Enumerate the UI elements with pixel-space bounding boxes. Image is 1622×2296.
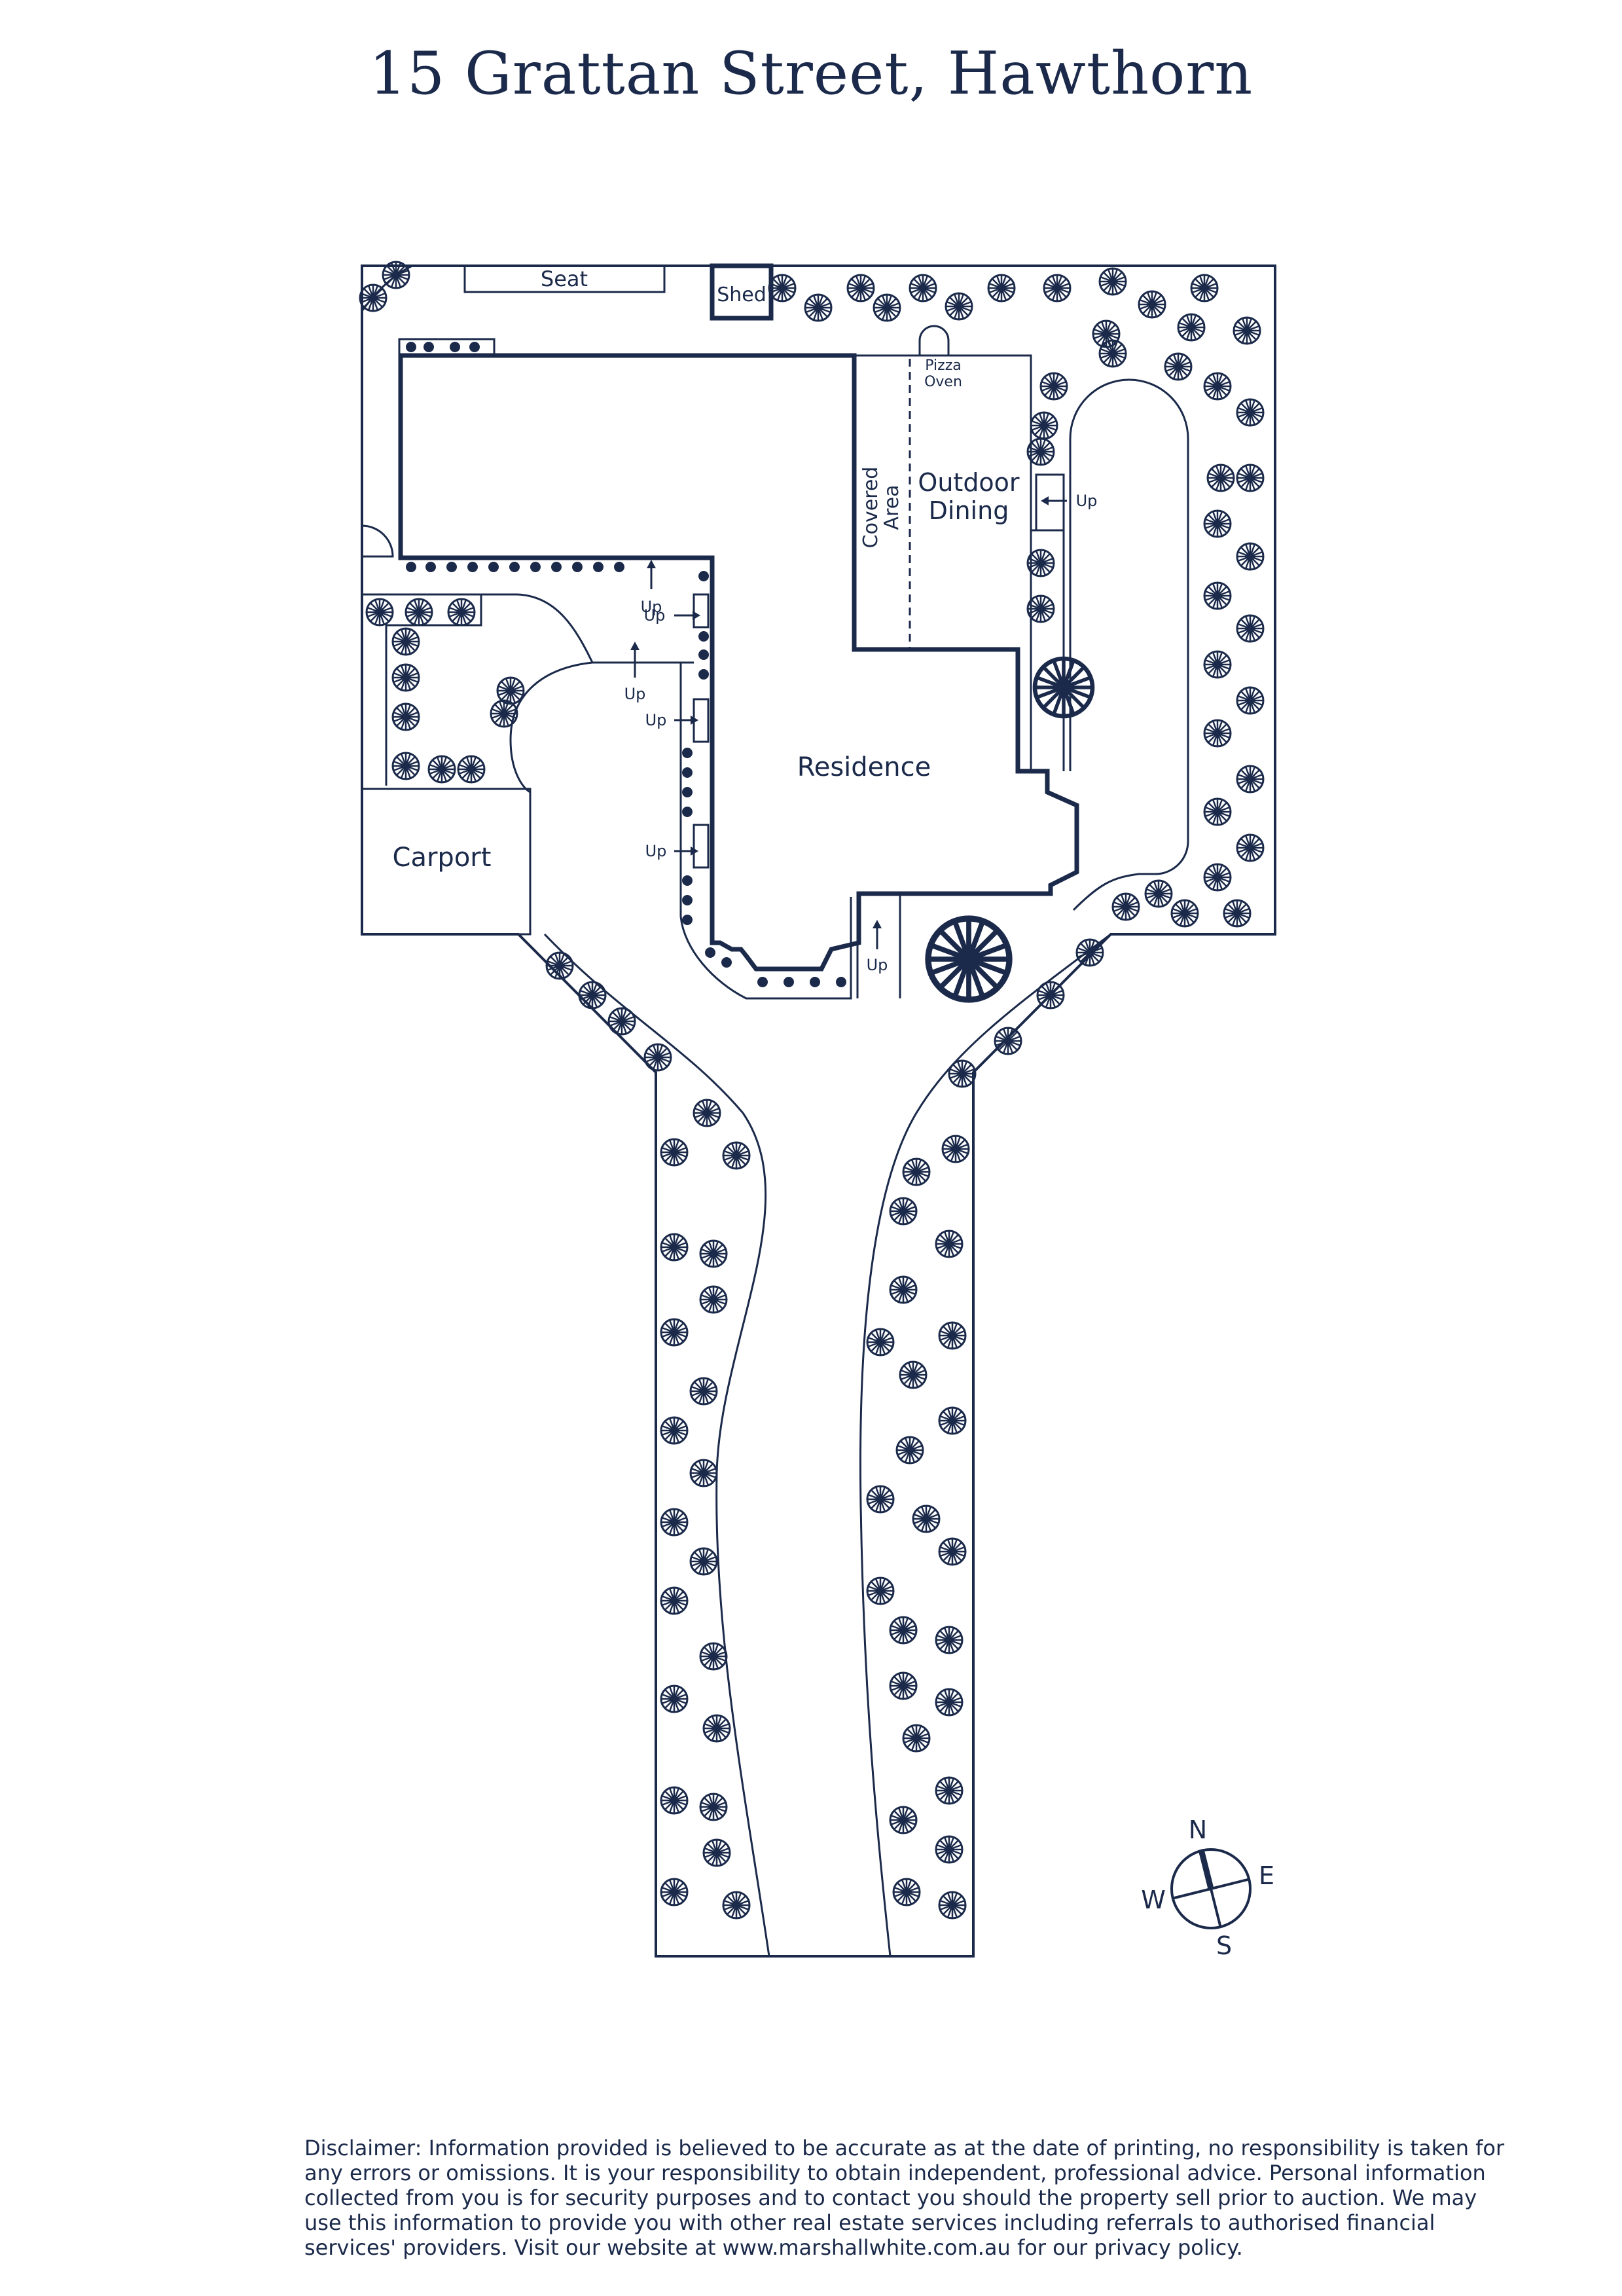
up-label-7: Up [1076,492,1098,510]
tree-large-east [1035,659,1092,716]
lawn-loop [1069,378,1189,911]
shrubs [359,261,1265,1920]
outdoor-dining-label-1: Outdoor [918,468,1020,497]
page-title: 15 Grattan Street, Hawthorn [369,39,1253,108]
gate-arc [361,524,394,558]
up-label-2: Up [644,606,666,625]
up-arrow-4: Up [645,711,698,729]
west-garden-bed [362,593,482,786]
compass: N E S W [1141,1815,1274,1960]
seat-label: Seat [541,266,588,291]
up-arrow-6: Up [867,920,888,974]
steps-2 [693,824,710,869]
residence-label: Residence [797,752,931,782]
compass-west: W [1141,1886,1166,1914]
shed-label: Shed [717,283,766,306]
compass-needle [1198,1848,1214,1890]
seat [463,264,666,293]
up-arrow-2: Up [644,606,700,625]
south-steps [856,894,901,998]
east-path [1030,529,1065,771]
pizza-oven [918,325,950,355]
carport [361,788,532,936]
compass-north: N [1189,1815,1207,1844]
pizza-oven-label-1: Pizza [925,357,961,374]
covered-area-label-2: Area [880,484,903,530]
up-label-1: Up [641,598,662,616]
up-label-6: Up [867,956,888,974]
compass-east: E [1259,1861,1274,1890]
hedge-dots [406,342,846,987]
property-boundary [361,264,1276,1958]
up-arrow-3: Up [624,642,646,703]
compass-ring [1170,1848,1252,1929]
up-label-3: Up [624,685,646,703]
up-arrow-5: Up [645,842,698,860]
driveway-edge-left [543,933,770,1957]
up-label-5: Up [645,842,667,860]
tree-large-south [928,919,1009,1000]
steps-outdoor [1035,473,1065,532]
residence-outline [398,353,1079,972]
outdoor-dining-label-2: Dining [929,496,1009,525]
pizza-oven-label-2: Oven [924,374,962,390]
compass-south: S [1216,1931,1232,1960]
west-path [679,663,852,1000]
up-arrow-7: Up [1041,492,1097,510]
disclaimer: Disclaimer: Information provided is beli… [304,2136,1505,2260]
steps-3 [693,593,710,629]
covered-area-label-1: Covered [859,467,882,549]
driveway-edge-right [859,933,1111,1957]
carport-label: Carport [393,843,492,873]
up-label-4: Up [645,711,667,729]
up-arrow-1: Up [641,560,662,616]
west-lawn-edge [481,593,694,793]
